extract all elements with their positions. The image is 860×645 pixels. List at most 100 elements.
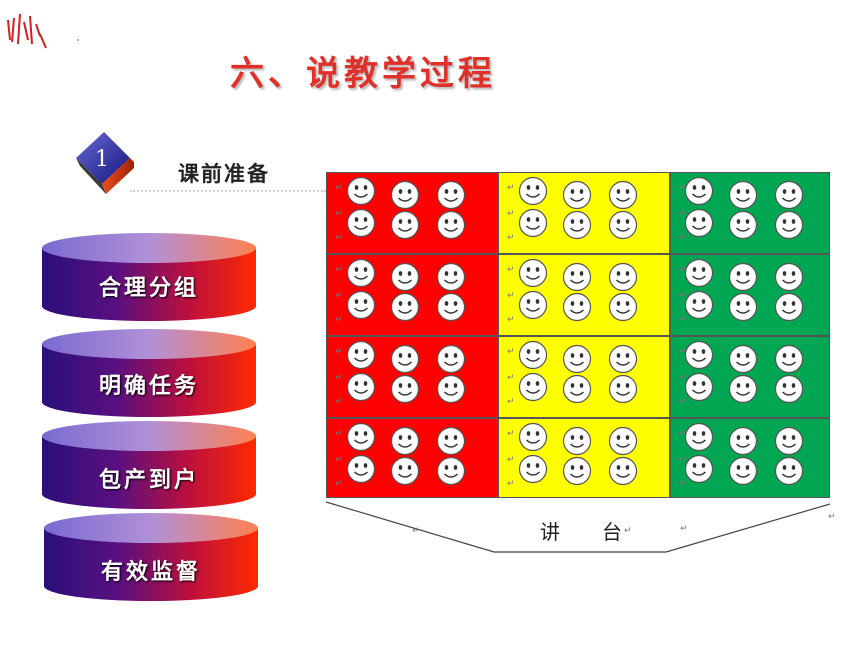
paragraph-mark: ↵ — [679, 429, 687, 439]
paragraph-mark: ↵ — [624, 526, 632, 536]
student-smiley-icon — [728, 180, 758, 210]
student-smiley-icon — [436, 374, 466, 404]
paragraph-mark: ↵ — [679, 397, 687, 407]
student-smiley-icon — [518, 290, 548, 320]
student-smiley-icon — [346, 176, 376, 206]
student-smiley-icon — [346, 340, 376, 370]
paragraph-mark: ↵ — [335, 183, 343, 193]
student-smiley-icon — [346, 208, 376, 238]
seating-cell: ↵ ↵ ↵ — [670, 336, 830, 418]
student-smiley-icon — [346, 290, 376, 320]
student-smiley-icon — [608, 210, 638, 240]
step-cylinder-3: 包产到户 — [40, 420, 258, 512]
student-smiley-icon — [390, 210, 420, 240]
paragraph-mark: ↵ — [335, 347, 343, 357]
student-smiley-icon — [436, 210, 466, 240]
paragraph-mark: ↵ — [679, 265, 687, 275]
student-smiley-icon — [436, 262, 466, 292]
paragraph-mark: ↵ — [507, 233, 515, 243]
paragraph-mark: ↵ — [507, 347, 515, 357]
paragraph-mark: ↵ — [335, 315, 343, 325]
student-smiley-icon — [562, 262, 592, 292]
paragraph-mark: ↵ — [335, 479, 343, 489]
student-smiley-icon — [774, 426, 804, 456]
paragraph-mark: ↵ — [679, 373, 687, 383]
classroom-seating-grid: ↵↵↵↵↵↵↵↵↵↵↵↵↵↵↵↵↵↵↵↵↵↵↵↵↵↵↵↵↵↵↵↵↵↵↵↵ — [326, 172, 830, 498]
student-smiley-icon — [608, 426, 638, 456]
paragraph-mark: ↵ — [679, 183, 687, 193]
paragraph-mark: ↵ — [679, 233, 687, 243]
student-smiley-icon — [346, 454, 376, 484]
student-smiley-icon — [518, 372, 548, 402]
slide-title: 六、说教学过程 — [230, 54, 496, 94]
student-smiley-icon — [608, 262, 638, 292]
student-smiley-icon — [684, 208, 714, 238]
student-smiley-icon — [728, 426, 758, 456]
student-smiley-icon — [684, 372, 714, 402]
step-label: 明确任务 — [98, 374, 199, 399]
paragraph-mark: ↵ — [679, 291, 687, 301]
student-smiley-icon — [608, 374, 638, 404]
student-smiley-icon — [684, 176, 714, 206]
student-smiley-icon — [728, 210, 758, 240]
paragraph-mark: ↵ — [335, 429, 343, 439]
student-smiley-icon — [518, 422, 548, 452]
student-smiley-icon — [390, 262, 420, 292]
student-smiley-icon — [390, 426, 420, 456]
paragraph-mark: ↵ — [507, 429, 515, 439]
paragraph-mark: ↵ — [828, 512, 836, 522]
student-smiley-icon — [436, 344, 466, 374]
student-smiley-icon — [562, 180, 592, 210]
step-cylinder-1: 合理分组 — [40, 232, 258, 324]
paragraph-mark: ↵ — [679, 315, 687, 325]
student-smiley-icon — [436, 426, 466, 456]
seating-cell: ↵↵↵ — [326, 336, 498, 418]
paragraph-mark: ↵ — [507, 397, 515, 407]
student-smiley-icon — [346, 422, 376, 452]
student-smiley-icon — [608, 180, 638, 210]
student-smiley-icon — [518, 208, 548, 238]
paragraph-mark: ↵ — [507, 183, 515, 193]
paragraph-mark: ↵ — [507, 291, 515, 301]
paragraph-mark: ↵ — [335, 455, 343, 465]
student-smiley-icon — [518, 176, 548, 206]
paragraph-mark: ↵ — [507, 455, 515, 465]
student-smiley-icon — [684, 422, 714, 452]
seating-cell: ↵↵↵ — [670, 418, 830, 498]
student-smiley-icon — [518, 454, 548, 484]
student-smiley-icon — [608, 344, 638, 374]
paragraph-mark: ↵ — [335, 265, 343, 275]
paragraph-mark: ↵ — [679, 479, 687, 489]
paragraph-mark: ↵ — [335, 209, 343, 219]
student-smiley-icon — [562, 292, 592, 322]
student-smiley-icon — [728, 374, 758, 404]
student-smiley-icon — [774, 262, 804, 292]
student-smiley-icon — [774, 180, 804, 210]
student-smiley-icon — [774, 344, 804, 374]
student-smiley-icon — [774, 210, 804, 240]
student-smiley-icon — [728, 344, 758, 374]
student-smiley-icon — [608, 292, 638, 322]
student-smiley-icon — [436, 180, 466, 210]
student-smiley-icon — [346, 258, 376, 288]
student-smiley-icon — [774, 374, 804, 404]
student-smiley-icon — [562, 210, 592, 240]
student-smiley-icon — [684, 290, 714, 320]
paragraph-mark: ↵ — [679, 347, 687, 357]
student-smiley-icon — [436, 292, 466, 322]
paragraph-mark: ↵ — [335, 397, 343, 407]
seating-cell: ↵ ↵ ↵ — [326, 418, 498, 498]
paragraph-mark: ↵ — [507, 479, 515, 489]
student-smiley-icon — [728, 456, 758, 486]
student-smiley-icon — [728, 262, 758, 292]
student-smiley-icon — [390, 456, 420, 486]
seating-cell: ↵↵↵ — [670, 172, 830, 254]
section-label: 课前准备 — [178, 162, 270, 186]
seating-cell: ↵↵↵ — [498, 254, 670, 336]
paragraph-mark: ↵ — [507, 373, 515, 383]
student-smiley-icon — [346, 372, 376, 402]
student-smiley-icon — [684, 340, 714, 370]
section-number: 1 — [95, 147, 109, 172]
step-cylinder-4: 有效监督 — [42, 512, 260, 604]
student-smiley-icon — [436, 456, 466, 486]
